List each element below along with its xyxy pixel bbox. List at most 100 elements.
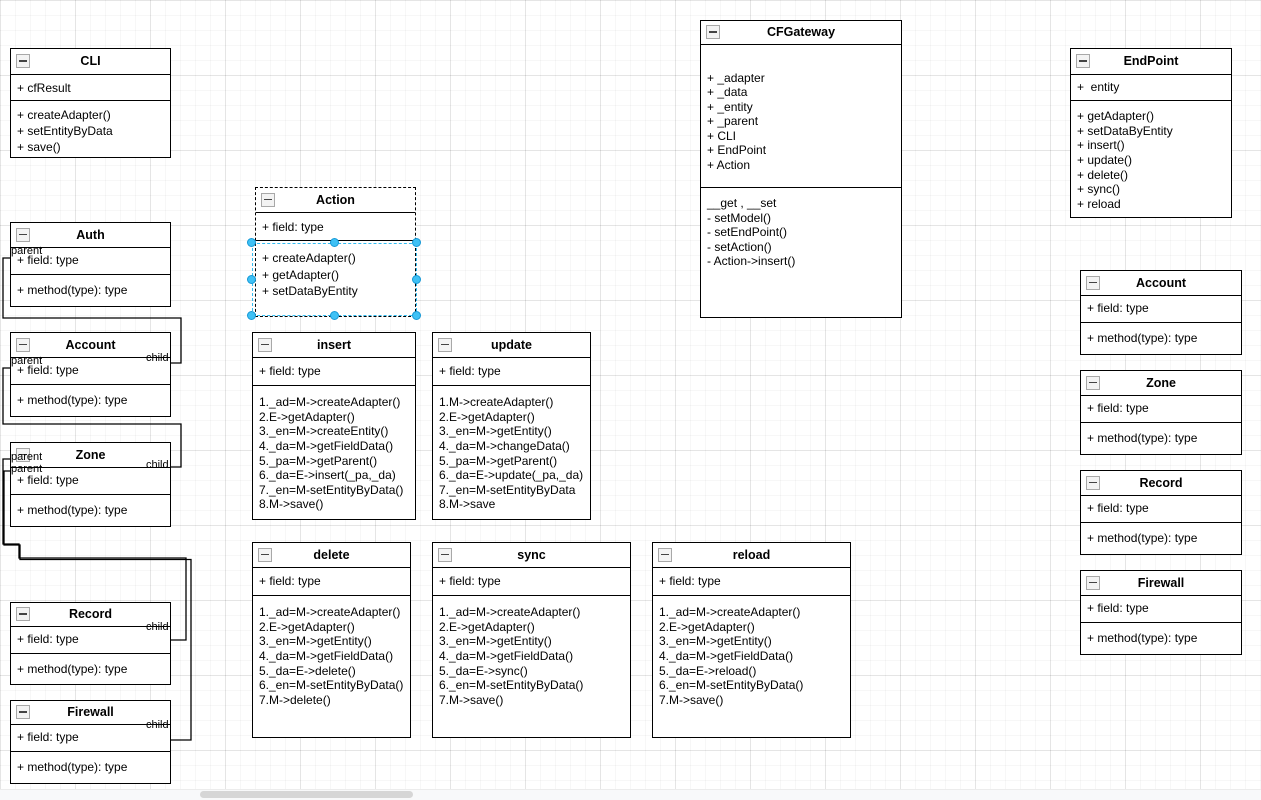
- selection-handle[interactable]: [412, 274, 421, 284]
- method-line: 6._en=M-setEntityByData(): [659, 678, 804, 693]
- horizontal-scrollbar-track[interactable]: [0, 789, 1261, 800]
- selection-handle[interactable]: [247, 274, 256, 284]
- class-attributes-section: + field: type: [11, 248, 170, 276]
- class-attributes-section: + cfResult: [11, 75, 170, 102]
- uml-class-account-left[interactable]: Account+ field: type+ method(type): type: [10, 332, 171, 417]
- collapse-minus-icon[interactable]: [16, 607, 30, 622]
- attribute-line: + _adapter: [707, 70, 765, 85]
- edge-label-auth-parent[interactable]: parent: [11, 245, 43, 257]
- edge-label-account-child[interactable]: child: [146, 352, 169, 364]
- class-methods-section: + method(type): type: [1081, 423, 1241, 452]
- method-line: - setEndPoint(): [707, 225, 788, 240]
- relationship-edge-zone-to-firewall[interactable]: [3, 470, 192, 741]
- collapse-minus-icon[interactable]: [658, 547, 672, 562]
- collapse-minus-icon[interactable]: [16, 54, 30, 69]
- class-methods-section: + method(type): type: [1081, 323, 1241, 352]
- relationship-edge-account-to-zone[interactable]: [2, 367, 182, 468]
- class-title: Auth: [76, 227, 105, 242]
- method-line: 4._da=M->getFieldData(): [439, 648, 574, 663]
- horizontal-scrollbar-thumb[interactable]: [200, 791, 413, 798]
- edge-label-zone-child[interactable]: child: [146, 459, 169, 471]
- method-line: + save(): [17, 140, 61, 155]
- class-title-bar: delete: [253, 543, 410, 568]
- selection-handle[interactable]: [412, 238, 421, 247]
- uml-class-action[interactable]: Action+ field: type+ createAdapter()+ ge…: [255, 187, 416, 317]
- class-attributes-section: + field: type: [433, 568, 630, 597]
- selection-handle[interactable]: [329, 238, 339, 247]
- collapse-minus-icon[interactable]: [438, 337, 452, 352]
- class-title-bar: Account: [11, 333, 170, 358]
- class-title-bar: Record: [1081, 471, 1241, 496]
- collapse-minus-icon[interactable]: [261, 192, 275, 207]
- selection-handle[interactable]: [412, 311, 421, 320]
- class-title: Firewall: [67, 705, 114, 720]
- uml-class-account-right[interactable]: Account+ field: type+ method(type): type: [1080, 270, 1242, 355]
- collapse-minus-icon[interactable]: [438, 547, 452, 562]
- class-title: Zone: [75, 447, 106, 462]
- method-line: 7.M->save(): [659, 692, 724, 707]
- method-line: + setDataByEntity: [262, 284, 358, 299]
- edge-label-zone-parent-2[interactable]: parent: [11, 463, 43, 475]
- collapse-minus-icon[interactable]: [16, 705, 30, 720]
- method-line: 3._en=M->getEntity(): [439, 634, 552, 649]
- method-line: + method(type): type: [17, 503, 128, 518]
- method-line: + getAdapter(): [1077, 109, 1155, 124]
- edge-label-zone-parent-1[interactable]: parent: [11, 451, 43, 463]
- collapse-minus-icon[interactable]: [1086, 375, 1100, 390]
- uml-class-zone-right[interactable]: Zone+ field: type+ method(type): type: [1080, 370, 1242, 455]
- uml-class-firewall-left[interactable]: Firewall+ field: type+ method(type): typ…: [10, 700, 171, 784]
- collapse-minus-icon[interactable]: [16, 227, 30, 242]
- uml-class-record-left[interactable]: Record+ field: type+ method(type): type: [10, 602, 171, 685]
- attribute-line: + _entity: [707, 99, 753, 114]
- relationship-edge-zone-to-record[interactable]: [2, 458, 187, 641]
- class-title-bar: CLI: [11, 49, 170, 75]
- collapse-minus-icon[interactable]: [16, 337, 30, 352]
- uml-class-cli[interactable]: CLI+ cfResult+ createAdapter()+ setEntit…: [10, 48, 171, 158]
- method-line: 5._pa=M->getParent(): [439, 453, 558, 468]
- selection-handle[interactable]: [247, 311, 256, 320]
- collapse-minus-icon[interactable]: [706, 25, 720, 40]
- uml-class-zone-left[interactable]: Zone+ field: type+ method(type): type: [10, 442, 171, 527]
- collapse-minus-icon[interactable]: [1076, 54, 1090, 69]
- attribute-line: + _data: [707, 85, 748, 100]
- uml-class-auth[interactable]: Auth+ field: type+ method(type): type: [10, 222, 171, 307]
- edge-label-record-child[interactable]: child: [146, 621, 169, 633]
- attribute-line: + entity: [1077, 79, 1120, 94]
- uml-class-record-right[interactable]: Record+ field: type+ method(type): type: [1080, 470, 1242, 555]
- collapse-minus-icon[interactable]: [16, 447, 30, 462]
- collapse-minus-icon[interactable]: [1086, 275, 1100, 290]
- class-attributes-section: + field: type: [433, 358, 590, 387]
- attribute-line: + field: type: [659, 573, 721, 588]
- method-line: 5._pa=M->getParent(): [259, 453, 378, 468]
- edge-label-account-parent[interactable]: parent: [11, 355, 43, 367]
- uml-class-firewall-right[interactable]: Firewall+ field: type+ method(type): typ…: [1080, 570, 1242, 655]
- method-line: 7.M->delete(): [259, 692, 331, 707]
- collapse-minus-icon[interactable]: [1086, 575, 1100, 590]
- class-title-bar: EndPoint: [1071, 49, 1231, 75]
- uml-class-cfgateway[interactable]: CFGateway+ _adapter+ _data+ _entity+ _pa…: [700, 20, 902, 318]
- collapse-minus-icon[interactable]: [1086, 475, 1100, 490]
- uml-class-endpoint[interactable]: EndPoint+ entity+ getAdapter()+ setDataB…: [1070, 48, 1232, 218]
- class-attributes-section: + field: type: [1081, 596, 1241, 624]
- method-line: 1._ad=M->createAdapter(): [259, 395, 401, 410]
- class-title-bar: Zone: [1081, 371, 1241, 396]
- selection-handle[interactable]: [329, 311, 339, 320]
- method-line: + update(): [1077, 152, 1133, 167]
- collapse-minus-icon[interactable]: [258, 547, 272, 562]
- attribute-line: + field: type: [17, 631, 79, 646]
- method-line: - setModel(): [707, 210, 772, 225]
- class-title-bar: Zone: [11, 443, 170, 468]
- class-methods-section: + method(type): type: [1081, 623, 1241, 652]
- collapse-minus-icon[interactable]: [258, 337, 272, 352]
- edge-label-firewall-child[interactable]: child: [146, 719, 169, 731]
- method-line: + reload: [1077, 196, 1121, 211]
- selection-handle[interactable]: [247, 238, 256, 247]
- attribute-line: + field: type: [259, 573, 321, 588]
- relationship-edge-auth-to-account[interactable]: [2, 257, 182, 364]
